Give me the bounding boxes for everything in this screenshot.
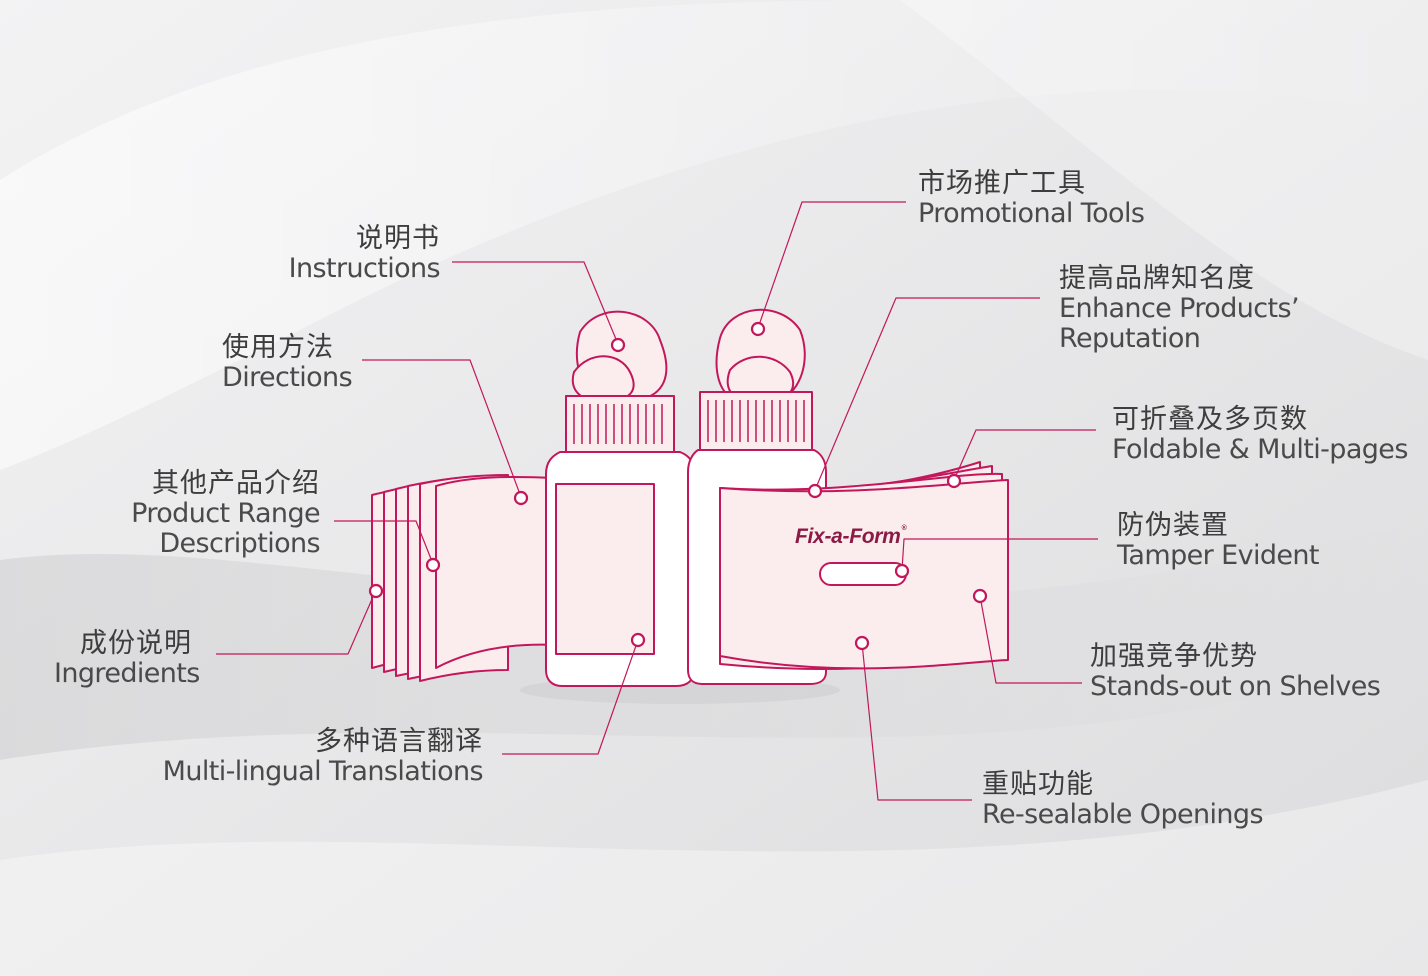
label-directions-zh: 使用方法 (222, 332, 334, 363)
right-booklet-pages (719, 461, 1009, 670)
label-instructions-zh: 说明书 (356, 223, 440, 254)
label-instructions: 说明书 Instructions (288, 223, 441, 284)
resealable-slot (819, 562, 907, 586)
label-directions-en: Directions (222, 362, 353, 393)
label-foldable: 可折叠及多页数 Foldable & Multi-pages (1112, 405, 1408, 465)
callout-dots (368, 321, 988, 651)
label-tamper-zh: 防伪装置 (1117, 510, 1229, 541)
left-bottle (545, 310, 695, 687)
label-promotional-en: Promotional Tools (918, 198, 1145, 229)
label-stands-out-en: Stands-out on Shelves (1090, 671, 1381, 702)
label-product-range-en2: Descriptions (159, 528, 320, 559)
label-product-range: 其他产品介绍 Product Range Descriptions (131, 469, 320, 559)
label-multilingual: 多种语言翻译 Multi-lingual Translations (162, 726, 484, 787)
label-product-range-zh: 其他产品介绍 (152, 468, 320, 499)
label-instructions-en: Instructions (288, 253, 441, 284)
label-resealable: 重贴功能 Re-sealable Openings (982, 769, 1264, 830)
label-foldable-zh: 可折叠及多页数 (1112, 404, 1308, 435)
label-ingredients-zh: 成份说明 (80, 628, 192, 659)
label-tamper: 防伪装置 Tamper Evident (1117, 510, 1320, 571)
label-reputation-en2: Reputation (1059, 323, 1201, 354)
leader-lines (216, 201, 1098, 801)
label-resealable-en: Re-sealable Openings (982, 799, 1264, 830)
label-reputation-en1: Enhance Products’ (1059, 293, 1300, 324)
label-reputation-zh: 提高品牌知名度 (1059, 263, 1255, 294)
label-tamper-en: Tamper Evident (1117, 540, 1320, 571)
label-stands-out-zh: 加强竞争优势 (1090, 641, 1258, 672)
label-multilingual-zh: 多种语言翻译 (315, 726, 483, 757)
label-promotional-zh: 市场推广工具 (918, 168, 1086, 199)
label-product-range-en1: Product Range (131, 498, 320, 529)
label-foldable-en: Foldable & Multi-pages (1112, 434, 1408, 465)
label-multilingual-en: Multi-lingual Translations (162, 756, 484, 787)
label-stands-out: 加强竞争优势 Stands-out on Shelves (1090, 641, 1381, 702)
label-reputation: 提高品牌知名度 Enhance Products’ Reputation (1059, 263, 1300, 354)
label-directions: 使用方法 Directions (222, 332, 353, 393)
label-promotional: 市场推广工具 Promotional Tools (918, 168, 1145, 229)
left-label-front (435, 475, 557, 669)
brand-logo: Fix-a-Form® (795, 525, 907, 549)
label-ingredients-en: Ingredients (54, 658, 200, 689)
registered-mark: ® (901, 525, 907, 532)
label-resealable-zh: 重贴功能 (982, 769, 1094, 800)
left-booklet-pages (371, 474, 557, 682)
brand-logo-text: Fix-a-Form (795, 525, 901, 548)
label-ingredients: 成份说明 Ingredients (54, 629, 200, 689)
